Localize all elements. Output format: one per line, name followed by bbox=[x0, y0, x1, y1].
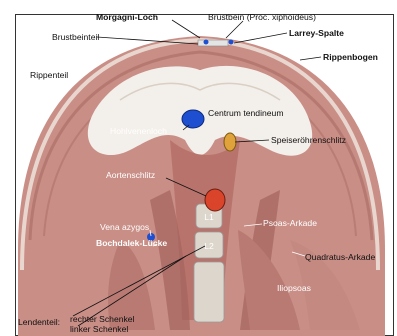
label-speiseroehrenschlitz: Speiseröhrenschlitz bbox=[271, 135, 346, 145]
xiphoid-process bbox=[198, 40, 228, 46]
vertebral-column: L1 L2 bbox=[194, 204, 224, 322]
label-vena-azygos: Vena azygos bbox=[100, 222, 149, 232]
vertebra-lower bbox=[194, 262, 224, 322]
label-rippenteil: Rippenteil bbox=[30, 70, 68, 80]
label-lendenteil: Lendenteil: bbox=[18, 317, 60, 327]
label-rippenbogen: Rippenbogen bbox=[323, 52, 378, 62]
vertebra-label-l1: L1 bbox=[204, 212, 214, 222]
esophageal-hiatus bbox=[224, 133, 236, 151]
morgagni-foramen bbox=[204, 40, 209, 45]
label-brustbein: Brustbein (Proc. xiphoideus) bbox=[208, 12, 316, 22]
label-rechter-schenkel: rechter Schenkel bbox=[70, 314, 135, 324]
vertebra-label-l2: L2 bbox=[204, 241, 214, 251]
larrey-cleft bbox=[229, 40, 234, 45]
label-bochdalek-luecke: Bochdalek-Lücke bbox=[96, 238, 167, 248]
label-morgagni-loch: Morgagni-Loch bbox=[96, 12, 158, 22]
label-centrum-tendineum: Centrum tendineum bbox=[208, 108, 283, 118]
aortic-hiatus bbox=[205, 189, 225, 211]
label-aortenschlitz: Aortenschlitz bbox=[106, 170, 155, 180]
vena-cava-opening bbox=[182, 110, 204, 128]
label-psoas-arkade: Psoas-Arkade bbox=[263, 218, 317, 228]
label-hohlvenenloch: Hohlvenenloch bbox=[110, 126, 167, 136]
label-iliopsoas: Iliopsoas bbox=[277, 283, 311, 293]
label-brustbeinteil: Brustbeinteil bbox=[52, 32, 99, 42]
label-quadratus-arkade: Quadratus-Arkade bbox=[305, 252, 375, 262]
label-linker-schenkel: linker Schenkel bbox=[70, 324, 128, 334]
label-larrey-spalte: Larrey-Spalte bbox=[289, 28, 344, 38]
